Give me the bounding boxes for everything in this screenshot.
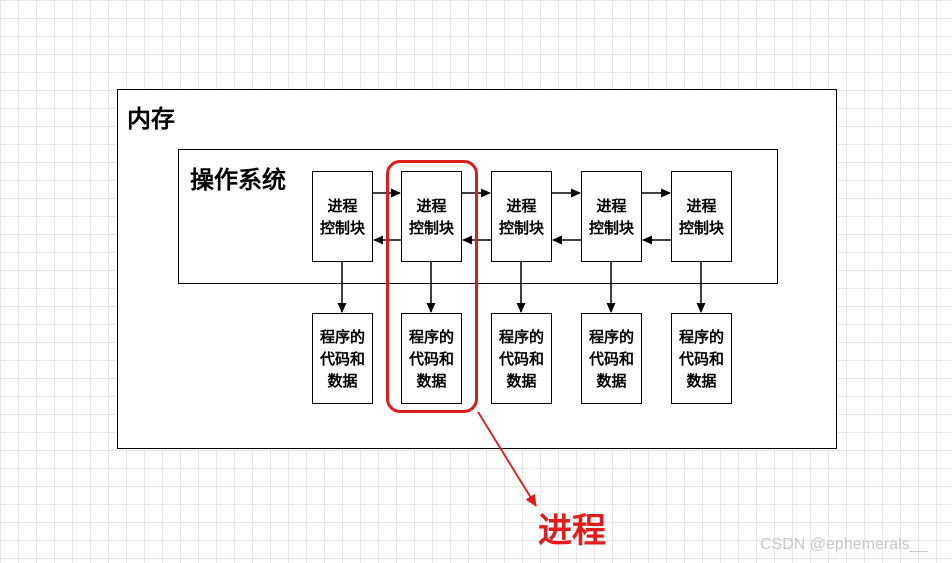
code-node-line2: 代码和	[408, 349, 454, 368]
pcb-node-1: 进程控制块	[312, 171, 373, 262]
pcb-node-line2: 控制块	[408, 218, 454, 237]
process-label: 进程	[538, 511, 606, 551]
pcb-node-line1: 进程	[596, 196, 627, 215]
pcb-node-line1: 进程	[686, 196, 717, 215]
pcb-node-line2: 控制块	[588, 218, 634, 237]
pcb-node-2: 进程控制块	[401, 171, 462, 262]
code-node-line1: 程序的	[319, 327, 365, 346]
code-node-line3: 数据	[686, 371, 717, 390]
code-node-line1: 程序的	[678, 327, 724, 346]
code-node-line1: 程序的	[498, 327, 544, 346]
code-data-node-1: 程序的代码和数据	[312, 313, 373, 404]
code-data-node-5: 程序的代码和数据	[671, 313, 732, 404]
os-label: 操作系统	[190, 166, 286, 194]
code-node-line2: 代码和	[588, 349, 634, 368]
process-pointer-arrow	[477, 411, 537, 507]
code-node-line2: 代码和	[319, 349, 365, 368]
watermark: CSDN @ephemerals__	[760, 536, 928, 553]
pcb-node-line2: 控制块	[319, 218, 365, 237]
code-data-node-4: 程序的代码和数据	[581, 313, 642, 404]
pcb-node-line2: 控制块	[498, 218, 544, 237]
pcb-node-5: 进程控制块	[671, 171, 732, 262]
pcb-node-line1: 进程	[506, 196, 537, 215]
code-node-line1: 程序的	[408, 327, 454, 346]
code-data-node-2: 程序的代码和数据	[401, 313, 462, 404]
pcb-node-3: 进程控制块	[491, 171, 552, 262]
process-highlight-frame	[386, 160, 478, 413]
pcb-node-line1: 进程	[416, 196, 447, 215]
code-node-line1: 程序的	[588, 327, 634, 346]
memory-label: 内存	[127, 105, 175, 133]
code-node-line3: 数据	[327, 371, 358, 390]
pcb-node-line1: 进程	[327, 196, 358, 215]
code-node-line2: 代码和	[678, 349, 724, 368]
code-node-line2: 代码和	[498, 349, 544, 368]
code-node-line3: 数据	[416, 371, 447, 390]
code-node-line3: 数据	[596, 371, 627, 390]
pcb-node-line2: 控制块	[678, 218, 724, 237]
pcb-node-4: 进程控制块	[581, 171, 642, 262]
code-data-node-3: 程序的代码和数据	[491, 313, 552, 404]
code-node-line3: 数据	[506, 371, 537, 390]
